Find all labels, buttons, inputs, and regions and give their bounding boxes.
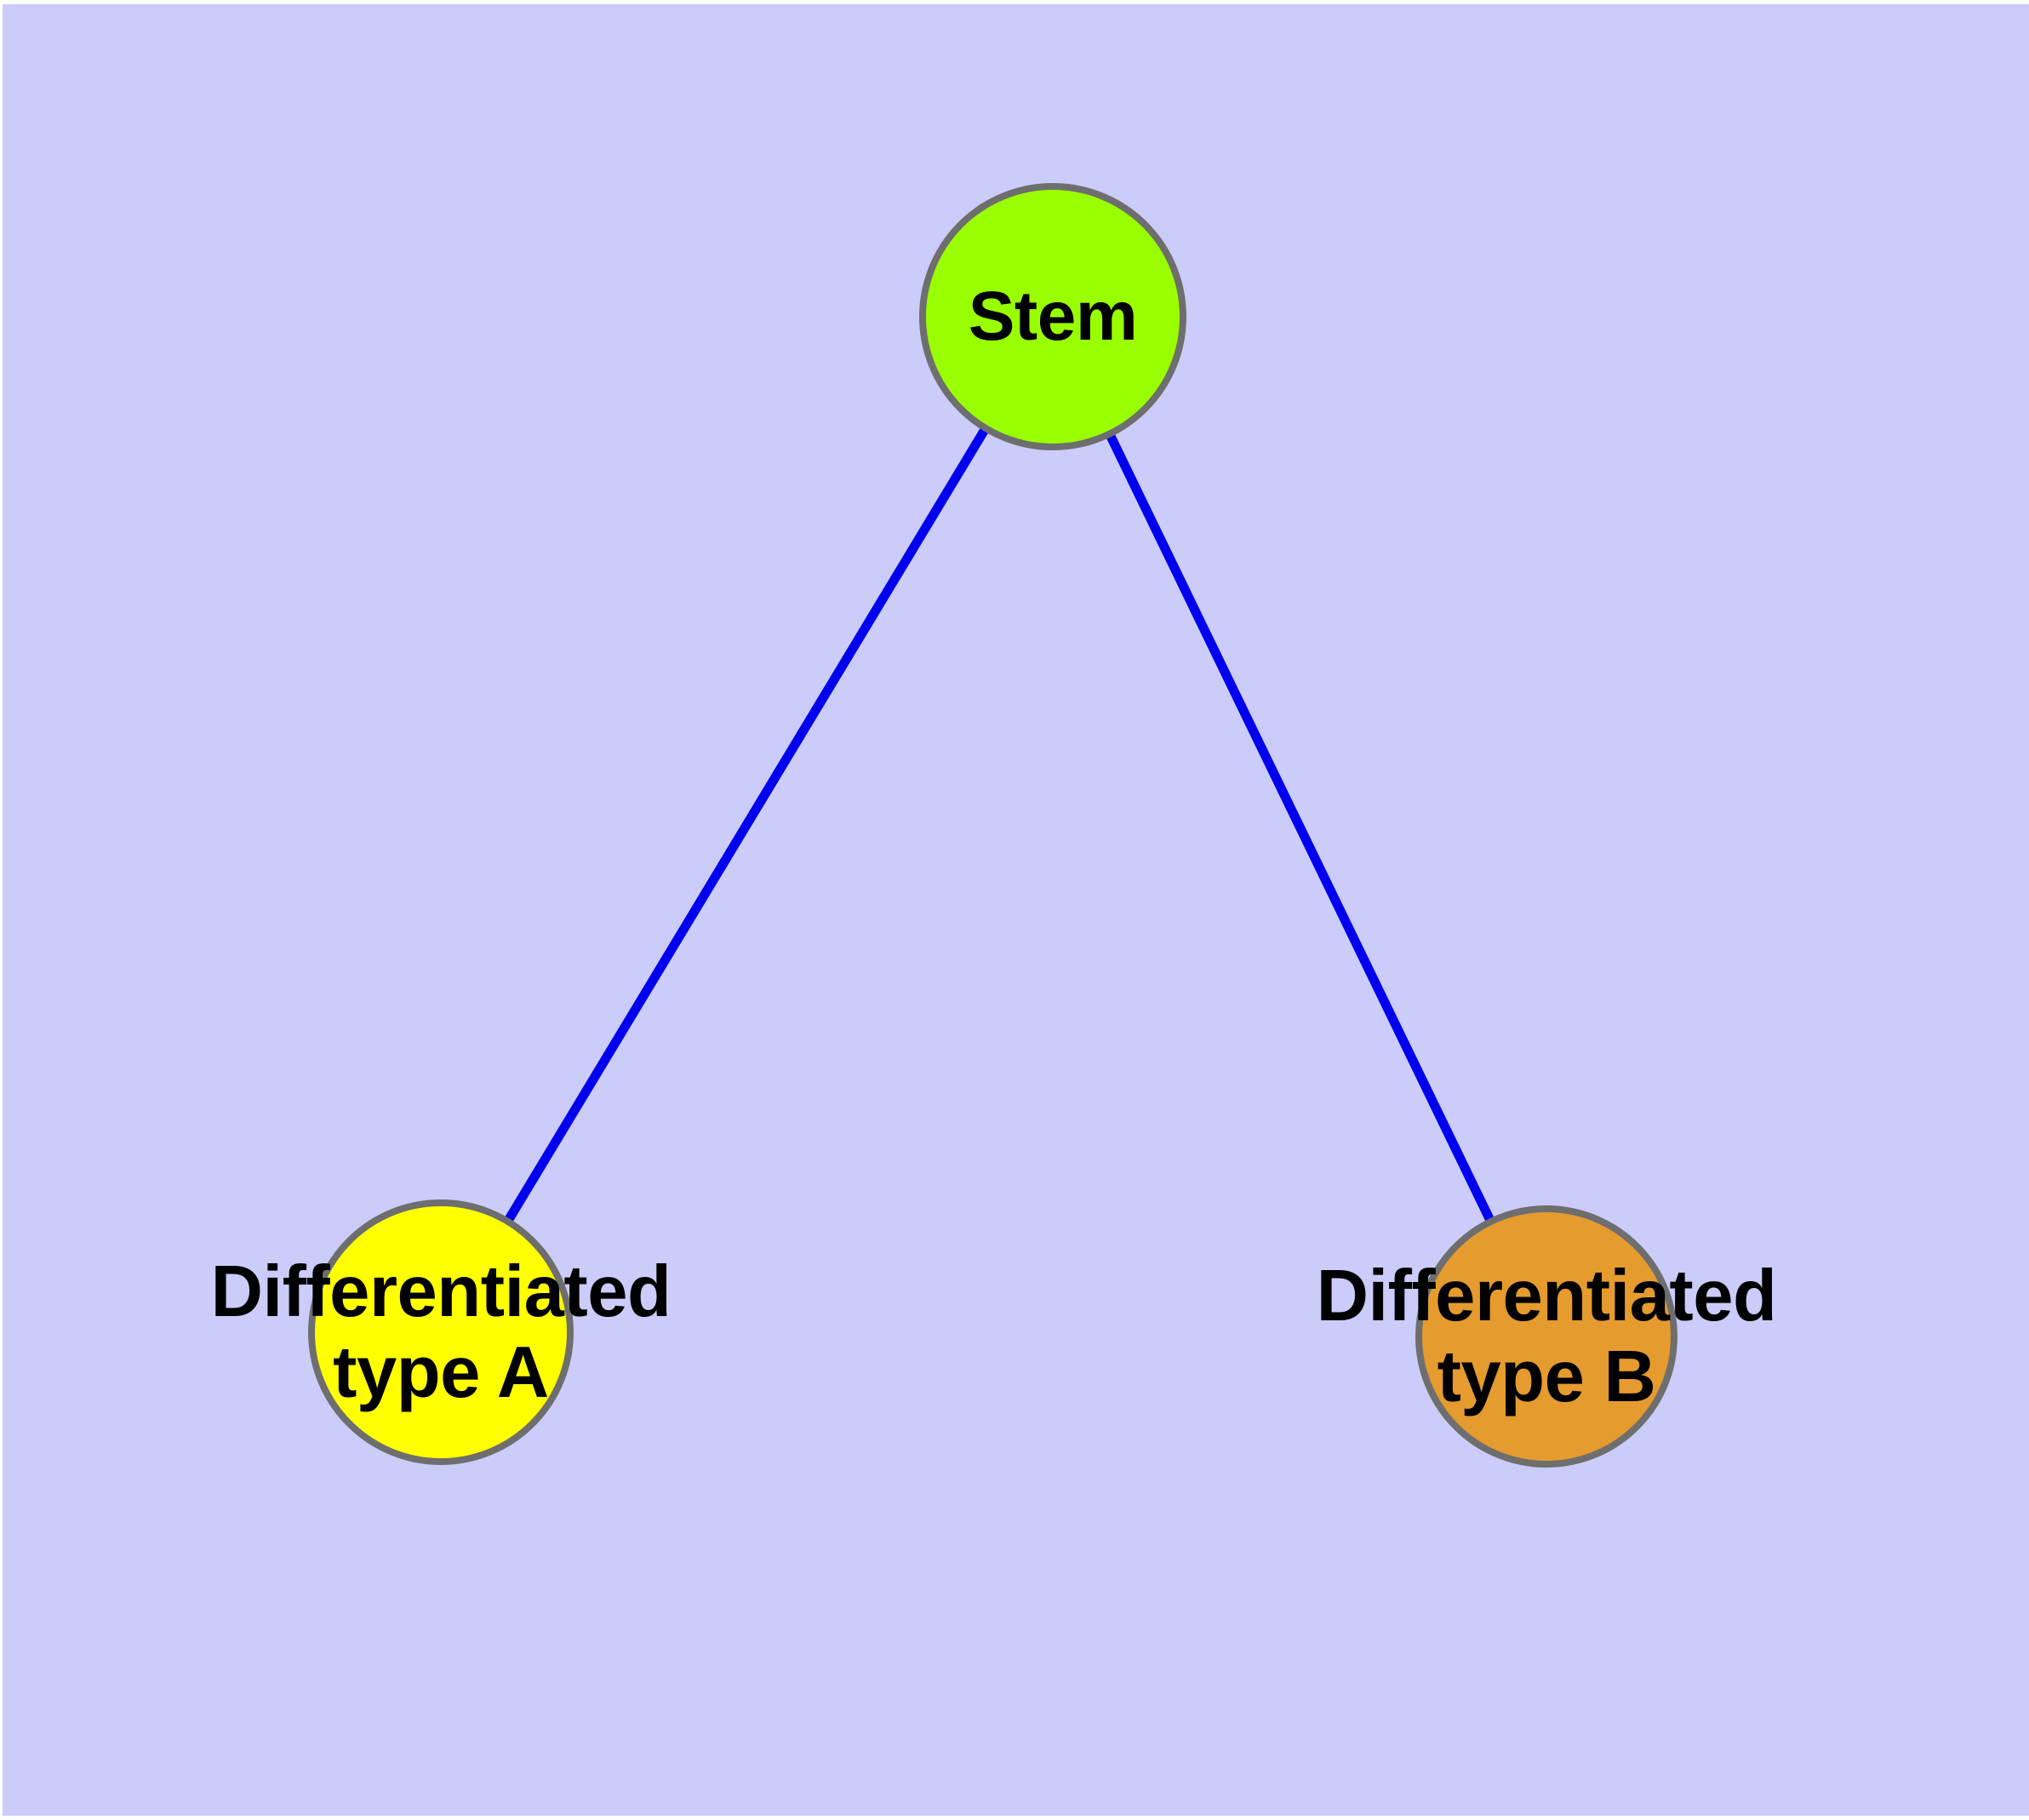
node-diff_b[interactable] — [1415, 1205, 1677, 1468]
edge-stem-to-diff_a — [437, 314, 1057, 1335]
node-diff_a[interactable] — [308, 1199, 574, 1465]
node-stem[interactable] — [919, 183, 1186, 450]
edges-group — [437, 314, 1551, 1339]
nodes-group — [308, 183, 1677, 1468]
edge-stem-to-diff_b — [1049, 314, 1551, 1339]
